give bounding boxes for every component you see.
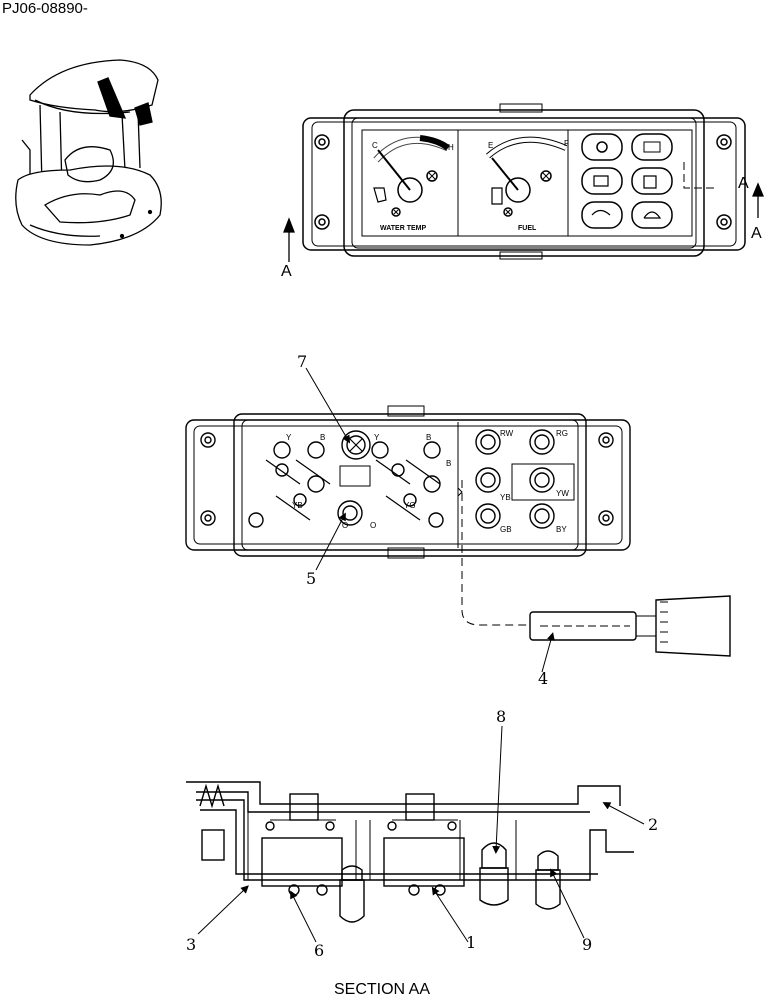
document-id: PJ06-08890- (2, 0, 88, 17)
svg-text:B: B (426, 433, 431, 442)
panel-text: WATER TEMP FUEL C H E F (372, 139, 569, 232)
svg-text:B: B (320, 433, 325, 442)
callout-7: 7 (297, 352, 307, 371)
section-marker-bottom: A (281, 263, 292, 280)
svg-text:YB: YB (500, 493, 511, 502)
callout-2: 2 (648, 815, 658, 834)
svg-text:FUEL: FUEL (518, 225, 537, 232)
wire-labels: Y B Y B B YB YG O O RW RG YB YW GB BY (286, 429, 569, 534)
section-marker-left: A (738, 175, 749, 192)
callout-1: 1 (466, 933, 476, 952)
svg-text:H: H (448, 143, 454, 152)
svg-text:YW: YW (556, 489, 569, 498)
instrument-panel-rear (185, 405, 631, 626)
callout-9: 9 (582, 935, 592, 954)
callout-3: 3 (186, 935, 196, 954)
svg-text:O: O (370, 521, 376, 530)
svg-text:RW: RW (500, 429, 514, 438)
svg-text:YG: YG (404, 501, 416, 510)
svg-text:O: O (342, 521, 348, 530)
bulb-and-socket (529, 595, 731, 657)
svg-text:RG: RG (556, 429, 568, 438)
svg-text:GB: GB (500, 525, 512, 534)
section-marker-right: A (751, 225, 762, 242)
callout-4: 4 (538, 669, 548, 688)
machine-locator-sketch (15, 59, 162, 246)
svg-text:Y: Y (286, 433, 292, 442)
callout-6: 6 (314, 941, 324, 960)
callout-8: 8 (496, 707, 506, 726)
svg-text:Y: Y (374, 433, 380, 442)
leader-lines (197, 367, 645, 943)
svg-text:E: E (488, 141, 493, 150)
instrument-panel-front (302, 103, 746, 260)
section-arrows (283, 182, 764, 262)
callout-5: 5 (306, 569, 316, 588)
svg-text:WATER TEMP: WATER TEMP (380, 225, 426, 232)
section-caption: SECTION AA (333, 981, 431, 998)
svg-text:F: F (564, 139, 569, 148)
svg-text:C: C (372, 141, 378, 150)
section-aa-view (186, 781, 634, 923)
svg-text:YB: YB (292, 501, 303, 510)
svg-text:BY: BY (556, 525, 567, 534)
svg-text:B: B (446, 459, 451, 468)
